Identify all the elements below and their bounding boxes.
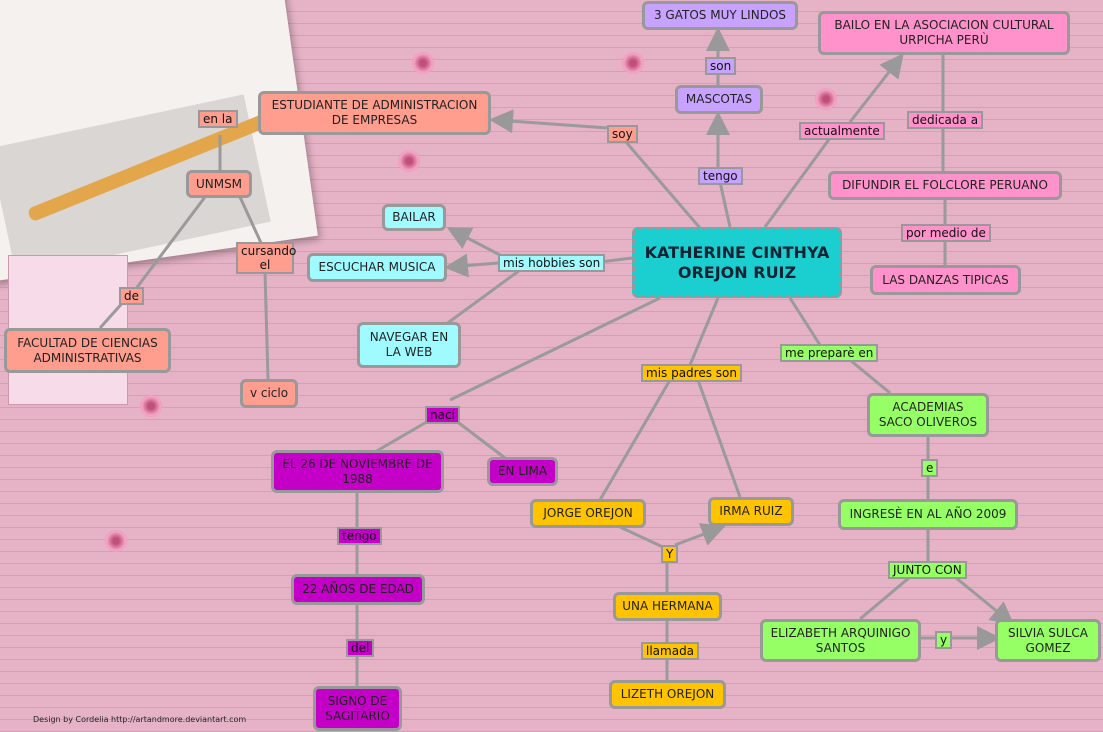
central-concept[interactable]: KATHERINE CINTHYA OREJON RUIZ [632, 227, 842, 298]
link-mis-hobbies: mis hobbies son [498, 254, 606, 272]
node-facultad[interactable]: FACULTAD DE CIENCIAS ADMINISTRATIVAS [4, 328, 171, 373]
link-del: del [346, 639, 375, 657]
node-edad[interactable]: 22 AÑOS DE EDAD [291, 574, 425, 605]
link-actualmente: actualmente [799, 122, 885, 140]
link-naci: nací [425, 406, 460, 424]
node-en-lima[interactable]: EN LIMA [487, 457, 558, 486]
link-dedicada-a: dedicada a [907, 111, 984, 129]
link-en-la: en la [198, 110, 238, 128]
node-jorge-orejon[interactable]: JORGE OREJON [530, 499, 646, 528]
rose-decor [815, 88, 837, 110]
node-navegar-web[interactable]: NAVEGAR EN LA WEB [357, 322, 461, 368]
link-soy: soy [607, 125, 638, 143]
node-bailo-asociacion[interactable]: BAILO EN LA ASOCIACION CULTURAL URPICHA … [818, 11, 1070, 55]
node-ingrese[interactable]: INGRESÈ EN AL AÑO 2009 [838, 499, 1018, 530]
link-tengo-mascotas: tengo [698, 167, 743, 185]
node-difundir-folclore[interactable]: DIFUNDIR EL FOLCLORE PERUANO [828, 171, 1062, 200]
link-son: son [705, 57, 737, 75]
node-bailar[interactable]: BAILAR [382, 204, 446, 231]
node-elizabeth[interactable]: ELIZABETH ARQUINIGO SANTOS [760, 619, 921, 662]
rose-decor [398, 150, 420, 172]
link-tengo-edad: tengo [337, 527, 382, 545]
rose-decor [140, 395, 162, 417]
link-por-medio-de: por medio de [901, 224, 991, 242]
node-v-ciclo[interactable]: v ciclo [240, 379, 298, 408]
link-e: e [921, 459, 939, 477]
node-irma-ruiz[interactable]: IRMA RUIZ [708, 497, 794, 526]
node-unmsm[interactable]: UNMSM [186, 170, 252, 198]
node-una-hermana[interactable]: UNA HERMANA [613, 592, 722, 621]
rose-decor [412, 52, 434, 74]
node-silvia[interactable]: SILVIA SULCA GOMEZ [995, 619, 1101, 662]
link-junto-con: JUNTO CON [888, 561, 967, 579]
design-credit: Design by Cordelia http://artandmore.dev… [33, 715, 247, 724]
link-mis-padres: mis padres son [641, 364, 742, 382]
link-y-padres: Y [661, 545, 679, 563]
node-academias[interactable]: ACADEMIAS SACO OLIVEROS [867, 393, 989, 437]
rose-decor [622, 52, 644, 74]
link-cursando-el: cursando el [236, 242, 296, 274]
link-llamada: llamada [641, 642, 700, 660]
link-de: de [119, 287, 144, 305]
node-escuchar-musica[interactable]: ESCUCHAR MUSICA [307, 253, 447, 282]
node-mascotas[interactable]: MASCOTAS [675, 85, 763, 114]
link-me-prepare: me preparè en [780, 344, 879, 362]
node-fecha-nacimiento[interactable]: EL 26 DE NOVIEMBRE DE 1988 [271, 450, 444, 493]
node-gatos[interactable]: 3 GATOS MUY LINDOS [642, 1, 798, 30]
node-signo[interactable]: SIGNO DE SAGITARIO [313, 686, 402, 731]
link-y-amigas: y [935, 631, 953, 649]
rose-decor [105, 530, 127, 552]
node-danzas-tipicas[interactable]: LAS DANZAS TIPICAS [870, 265, 1021, 295]
node-estudiante[interactable]: ESTUDIANTE DE ADMINISTRACION DE EMPRESAS [258, 91, 491, 135]
node-lizeth-orejon[interactable]: LIZETH OREJON [609, 680, 726, 709]
